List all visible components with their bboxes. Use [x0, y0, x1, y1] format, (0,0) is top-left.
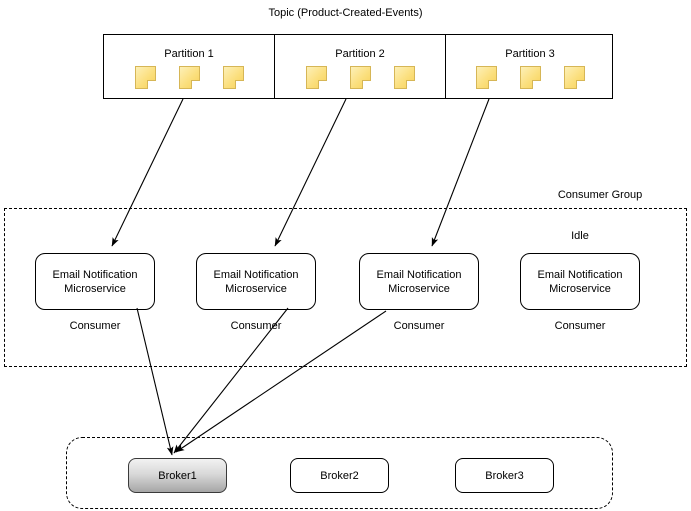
consumer-node-2-title: Email Notification Microservice [213, 268, 299, 295]
topic-title: Topic (Product-Created-Events) [268, 7, 423, 19]
consumer-node-3-title: Email Notification Microservice [376, 268, 462, 295]
note-icon [222, 66, 244, 89]
consumer-node-1-caption: Consumer [69, 320, 121, 332]
partition-3[interactable]: Partition 3 [445, 35, 614, 98]
partition-2-label: Partition 2 [335, 48, 385, 60]
consumer-group-label: Consumer Group [557, 189, 643, 201]
broker-node-3[interactable]: Broker3 [455, 458, 554, 493]
partition-1[interactable]: Partition 1 [104, 35, 274, 98]
consumer-node-4-caption: Consumer [554, 320, 606, 332]
consumer-node-3-caption: Consumer [393, 320, 445, 332]
broker-node-1[interactable]: Broker1 [128, 458, 227, 493]
idle-status-label: Idle [571, 230, 589, 242]
consumer-node-1-title: Email Notification Microservice [52, 268, 138, 295]
note-icon [134, 66, 156, 89]
consumer-node-2-caption: Consumer [230, 320, 282, 332]
consumer-node-2[interactable]: Email Notification Microservice [196, 253, 316, 310]
partition-3-messages [446, 66, 614, 89]
partition-3-label: Partition 3 [505, 48, 555, 60]
partition-2-messages [275, 66, 445, 89]
partition-2[interactable]: Partition 2 [274, 35, 445, 98]
broker-node-2[interactable]: Broker2 [290, 458, 389, 493]
partition-1-messages [104, 66, 274, 89]
note-icon [475, 66, 497, 89]
topic-box: Partition 1 Partition 2 Partition 3 [103, 34, 613, 99]
note-icon [393, 66, 415, 89]
partition-1-label: Partition 1 [164, 48, 214, 60]
consumer-node-4-title: Email Notification Microservice [537, 268, 623, 295]
consumer-node-1[interactable]: Email Notification Microservice [35, 253, 155, 310]
consumer-node-3[interactable]: Email Notification Microservice [359, 253, 479, 310]
consumer-node-4[interactable]: Email Notification Microservice [520, 253, 640, 310]
note-icon [349, 66, 371, 89]
note-icon [305, 66, 327, 89]
note-icon [519, 66, 541, 89]
note-icon [563, 66, 585, 89]
note-icon [178, 66, 200, 89]
